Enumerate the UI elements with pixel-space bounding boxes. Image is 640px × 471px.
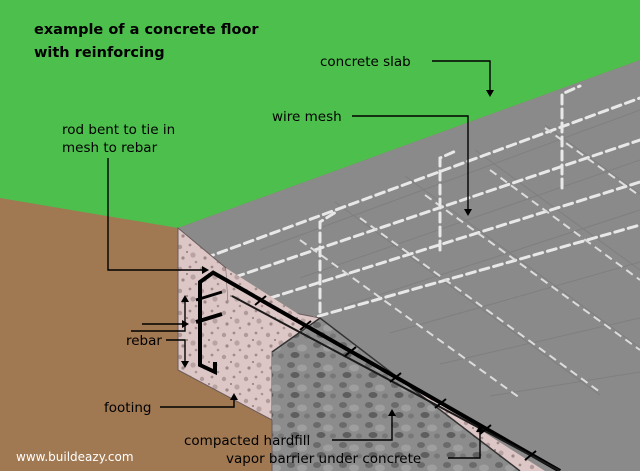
arrow-vapor-barrier [476,425,484,432]
leader-rebar-1 [131,298,186,332]
arrow-wire-mesh [464,209,472,216]
label-vapor-barrier: vapor barrier under concrete [226,451,421,467]
arrow-footing [230,393,238,400]
compacted-hardfill [272,318,520,471]
title-line-2: with reinforcing [34,45,165,61]
leader-wire-mesh [352,115,469,213]
label-footing: footing [104,400,151,416]
watermark: www.buildeazy.com [16,450,134,464]
arrow-rod [202,266,209,274]
arrow-rebar-1 [181,295,189,302]
title-line-1: example of a concrete floor [34,22,259,38]
leader-vapor-barrier [448,428,481,459]
label-rod-line-2: mesh to rebar [62,140,158,156]
label-wire-mesh: wire mesh [272,109,342,125]
arrow-concrete-slab [486,90,494,97]
leader-hardfill [332,412,393,441]
arrow-hardfill [388,409,396,416]
label-rod-line-1: rod bent to tie in [62,122,175,138]
arrow-rebar-2 [182,320,189,328]
leader-concrete-slab [432,60,491,94]
label-hardfill: compacted hardfill [184,433,310,449]
grass-area [0,0,640,228]
label-rebar: rebar [126,333,162,349]
arrow-rebar-3 [181,361,189,368]
leader-rod [107,158,206,271]
vapor-barrier [271,317,521,471]
concrete-slab-top [178,60,640,471]
wire-mesh [203,84,640,399]
leader-rebar-3 [166,339,186,365]
rebar [195,270,561,471]
label-concrete-slab: concrete slab [320,54,411,70]
